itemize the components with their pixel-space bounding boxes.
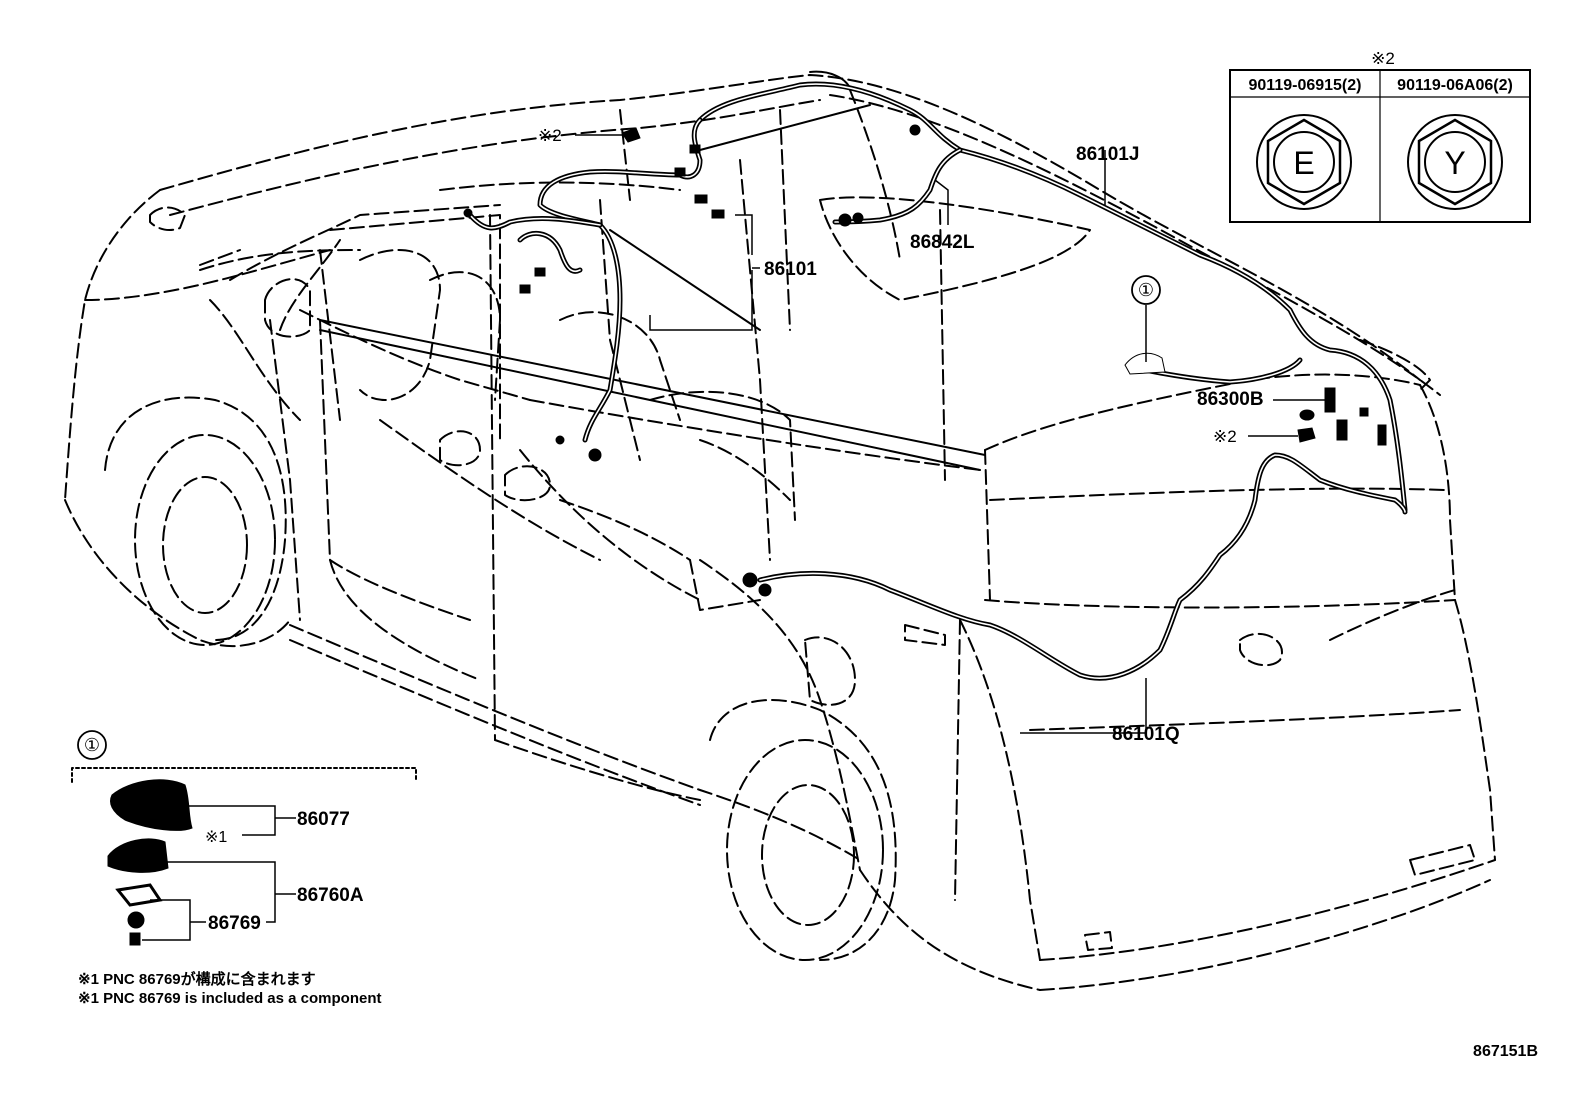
- connector-floor-2: [758, 583, 772, 597]
- rear-lamp: [1239, 633, 1283, 667]
- bolt-head-e-icon: E: [1256, 114, 1352, 210]
- inset-reference-mark: ①: [84, 735, 100, 755]
- bolt-symbol-y: Y: [1444, 145, 1465, 181]
- bolt-head-y-icon: Y: [1407, 114, 1503, 210]
- connector-sunroof-1: [838, 213, 852, 227]
- wire-harness-86101Q: [757, 452, 1408, 681]
- leader-lines: [575, 134, 1325, 734]
- bolt-roof: [621, 127, 641, 143]
- label-note1-mark: ※1: [205, 829, 227, 846]
- antenna-base-86760A: [107, 838, 169, 873]
- connector-pillar-4: [555, 435, 565, 445]
- antenna-bolt-icon: [129, 932, 141, 946]
- connectors: [463, 124, 1387, 597]
- footnotes: ※1 PNC 86769が構成に含まれます ※1 PNC 86769 is in…: [78, 970, 382, 1007]
- label-86769: 86769: [208, 913, 261, 934]
- connector-pillar-3: [588, 448, 602, 462]
- connector-roof-1: [689, 144, 701, 154]
- figure-id: 867151B: [1473, 1043, 1538, 1060]
- label-86101: 86101: [764, 259, 817, 280]
- reference-circle-1: [1131, 275, 1161, 305]
- connector-roof-2: [674, 167, 686, 177]
- rear-wheel: [726, 739, 884, 961]
- bolt-table-header-mark: ※2: [1371, 49, 1395, 68]
- label-86760A: 86760A: [297, 885, 364, 906]
- bolt-rear: [1297, 427, 1316, 443]
- roof-structure: [319, 70, 986, 471]
- antenna-nut-icon: [127, 911, 145, 929]
- footnote-japanese: ※1 PNC 86769が構成に含まれます: [78, 970, 316, 988]
- bolt-symbol-e: E: [1293, 145, 1314, 181]
- connector-pillar-2: [534, 267, 546, 277]
- label-86077: 86077: [297, 809, 350, 830]
- callout-labels: 86101J 86842L 86101 86300B 86101Q ※2 ※2 …: [538, 126, 1264, 745]
- wire-harness-86101J: [697, 81, 1408, 513]
- vehicle-body-outline: [64, 74, 1496, 991]
- amplifier-clip-1: [1359, 407, 1369, 417]
- fuel-lid: [804, 636, 856, 706]
- connector-roof-4: [711, 209, 725, 219]
- connector-roof-3: [694, 194, 708, 204]
- shark-fin-antenna-on-roof: [1124, 352, 1166, 375]
- bolt-part-number-1: 90119-06915(2): [1249, 77, 1362, 94]
- label-86300B: 86300B: [1197, 389, 1264, 410]
- bolt-table: ※2 90119-06915(2) 90119-06A06(2) E Y: [1229, 49, 1531, 223]
- connector-roof-5: [909, 124, 921, 136]
- antenna-gasket-icon: [115, 883, 163, 907]
- amplifier-clip-2: [1377, 424, 1387, 446]
- bolt-part-number-2: 90119-06A06(2): [1397, 77, 1513, 94]
- footnote-english: ※1 PNC 86769 is included as a component: [78, 990, 382, 1007]
- connector-sunroof-2: [852, 212, 864, 224]
- reference-mark-1: ①: [1138, 280, 1154, 300]
- note-mark-bolt-rear: ※2: [1213, 427, 1237, 446]
- connector-floor-1: [742, 572, 758, 588]
- connector-pillar-1: [519, 284, 531, 294]
- label-86101J: 86101J: [1076, 144, 1139, 165]
- antenna-cover-86077: [110, 779, 193, 831]
- note-mark-bolt-roof: ※2: [538, 126, 562, 145]
- connector-front-1: [463, 208, 473, 218]
- label-86842L: 86842L: [910, 232, 975, 253]
- label-86101Q: 86101Q: [1112, 724, 1180, 745]
- wire-harness-86101: [467, 117, 703, 443]
- amplifier-connector: [1299, 409, 1315, 421]
- wire-harness-86842L: [832, 147, 963, 225]
- antenna-inset: ① 86077 ※1 86760A 86769: [71, 730, 417, 946]
- amplifier-bracket: [1336, 419, 1348, 441]
- antenna-amplifier-86300B: [1324, 387, 1336, 413]
- front-wheel: [134, 434, 276, 646]
